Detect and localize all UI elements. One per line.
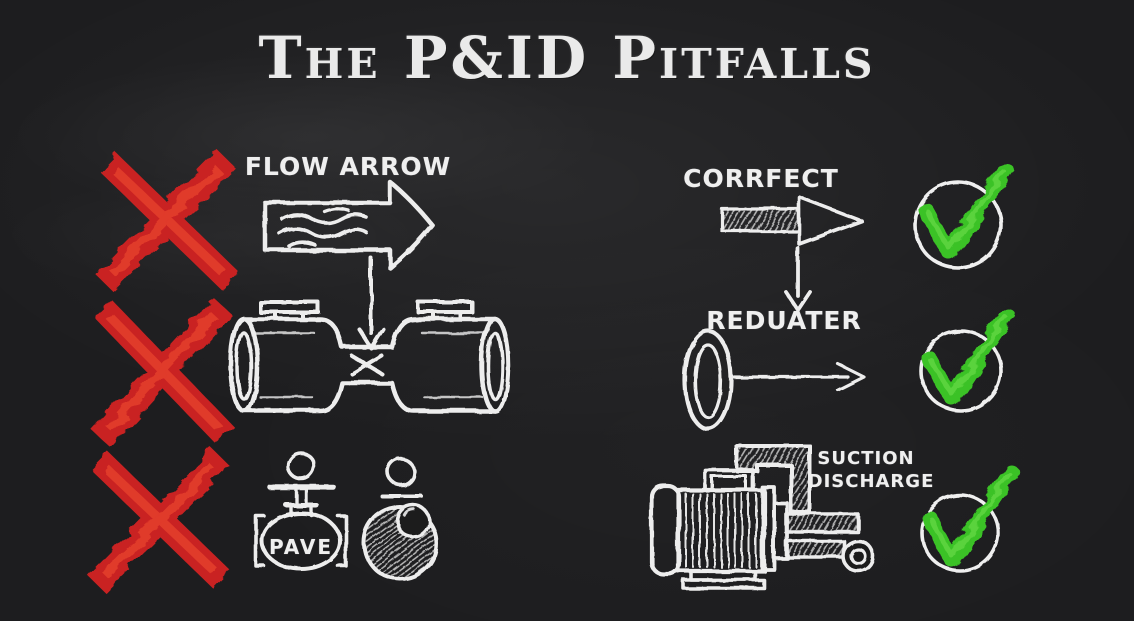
check-circle-icon-row1 [913,162,1014,270]
flow-arrow-icon [262,179,435,271]
right-arrow-icon [732,362,866,392]
check-circle-icon-row3 [920,464,1019,573]
pave-valve-icon [254,451,348,571]
gauge-circle-icon [362,457,438,581]
check-circle-icon-row2 [919,307,1015,413]
corrfect-label: CORRFECT [683,164,839,193]
down-arrow-icon-row2 [784,246,812,312]
hatched-arrow-icon [720,195,864,246]
reduater-label: REDUATER [706,306,862,335]
discharge-label: DISCHARGE [807,471,935,492]
page-title: The P&ID Pitfalls [258,24,876,92]
pump-icon [649,468,789,590]
x-mark-icon-row1 [95,150,238,292]
x-mark-icon-row3 [87,448,232,593]
suction-pipe-icon [784,512,875,573]
pave-valve-tag: PAVE [268,535,334,559]
x-mark-icon-row2 [91,297,234,447]
pipe-valve-assembly-icon [228,300,511,414]
flow-arrow-label: FLOW ARROW [244,152,452,181]
suction-label: SUCTION [817,448,915,469]
down-arrow-icon-row1 [357,256,385,350]
reducer-icon [682,328,734,432]
